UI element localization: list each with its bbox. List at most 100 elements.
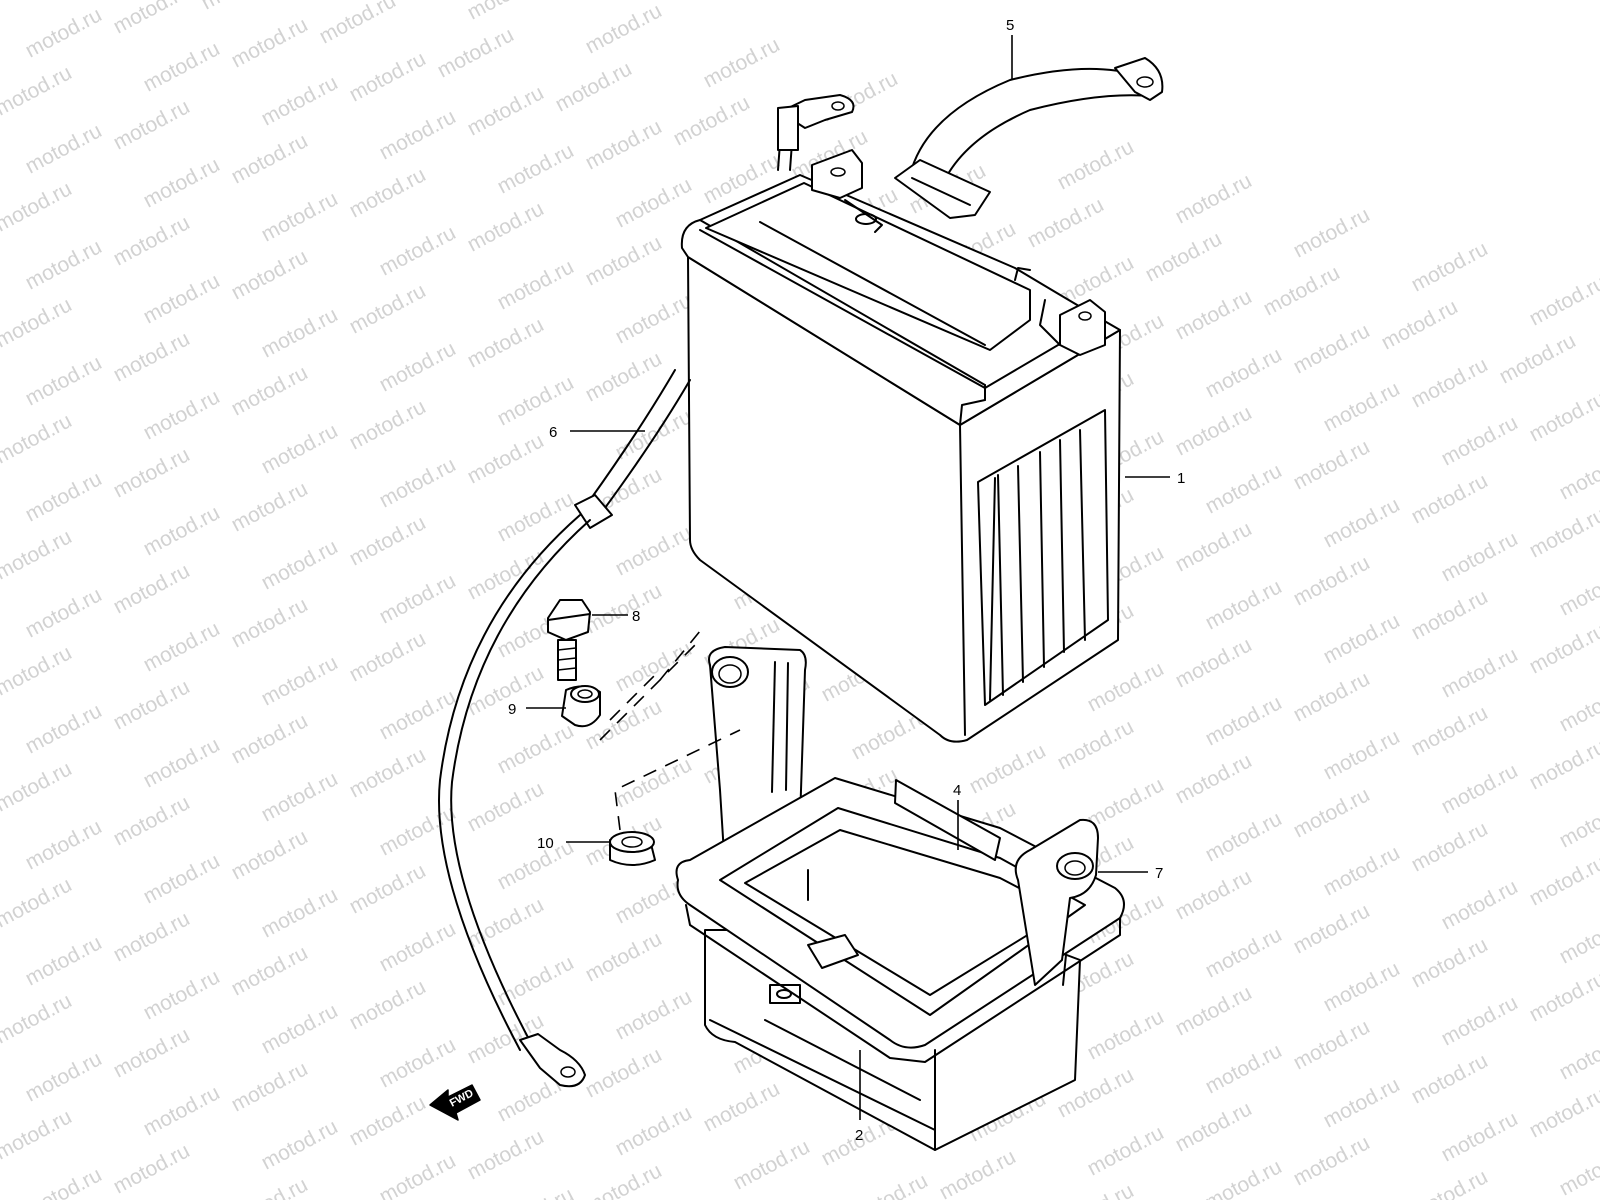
- watermark-text: motod.ru: [1408, 933, 1492, 992]
- watermark-text: motod.ru: [0, 873, 76, 932]
- watermark-text: motod.ru: [110, 327, 194, 386]
- watermark-text: motod.ru: [582, 1159, 666, 1200]
- watermark-text: motod.ru: [1408, 1049, 1492, 1108]
- watermark-text: motod.ru: [110, 675, 194, 734]
- watermark-text: motod.ru: [140, 385, 224, 444]
- watermark-text: motod.ru: [582, 231, 666, 290]
- watermark-text: motod.ru: [494, 951, 578, 1010]
- watermark-text: motod.ru: [612, 405, 696, 464]
- callout-1: 1: [1177, 470, 1185, 487]
- watermark-text: motod.ru: [1142, 227, 1226, 286]
- watermark-text: motod.ru: [110, 95, 194, 154]
- watermark-text: motod.ru: [1320, 377, 1404, 436]
- watermark-text: motod.ru: [582, 0, 666, 58]
- watermark-text: motod.ru: [0, 409, 76, 468]
- watermark-text: motod.ru: [1290, 319, 1374, 378]
- watermark-text: motod.ru: [494, 139, 578, 198]
- watermark-text: motod.ru: [1556, 1141, 1600, 1200]
- watermark-text: motod.ru: [376, 569, 460, 628]
- battery-holder-drawing: [675, 646, 1125, 1151]
- watermark-text: motod.ru: [1320, 1073, 1404, 1132]
- watermark-text: motod.ru: [1290, 435, 1374, 494]
- watermark-text: motod.ru: [228, 477, 312, 536]
- watermark-text: motod.ru: [0, 989, 76, 1048]
- watermark-text: motod.ru: [1172, 865, 1256, 924]
- watermark-text: motod.ru: [1408, 469, 1492, 528]
- watermark-text: motod.ru: [936, 1145, 1020, 1200]
- watermark-text: motod.ru: [1526, 271, 1600, 330]
- watermark-text: motod.ru: [670, 91, 754, 150]
- watermark-text: motod.ru: [228, 941, 312, 1000]
- watermark-text: motod.ru: [494, 255, 578, 314]
- watermark-text: motod.ru: [258, 651, 342, 710]
- watermark-text: motod.ru: [346, 975, 430, 1034]
- watermark-text: motod.ru: [1172, 633, 1256, 692]
- watermark-text: motod.ru: [228, 129, 312, 188]
- watermark-text: motod.ru: [1290, 667, 1374, 726]
- watermark-text: motod.ru: [1556, 1025, 1600, 1084]
- watermark-text: motod.ru: [1438, 527, 1522, 586]
- watermark-text: motod.ru: [1202, 691, 1286, 750]
- watermark-text: motod.ru: [258, 71, 342, 130]
- watermark-text: motod.ru: [346, 627, 430, 686]
- callout-8: 8: [632, 608, 640, 625]
- watermark-text: motod.ru: [0, 177, 76, 236]
- watermark-text: motod.ru: [1438, 991, 1522, 1050]
- watermark-text: motod.ru: [0, 0, 76, 4]
- watermark-text: motod.ru: [848, 1169, 932, 1200]
- watermark-text: motod.ru: [258, 419, 342, 478]
- watermark-text: motod.ru: [582, 927, 666, 986]
- watermark-text: motod.ru: [0, 641, 76, 700]
- watermark-text: motod.ru: [228, 13, 312, 72]
- forward-direction-arrow: FWD: [429, 1084, 481, 1121]
- battery-band-drawing: [894, 57, 1164, 219]
- watermark-text: motod.ru: [228, 709, 312, 768]
- watermark-text: motod.ru: [1290, 899, 1374, 958]
- watermark-text: motod.ru: [1172, 517, 1256, 576]
- watermark-text: motod.ru: [464, 197, 548, 256]
- watermark-text: motod.ru: [494, 1183, 578, 1200]
- watermark-text: motod.ru: [1084, 1005, 1168, 1064]
- watermark-text: motod.ru: [376, 801, 460, 860]
- watermark-text: motod.ru: [376, 337, 460, 396]
- watermark-text: motod.ru: [1172, 169, 1256, 228]
- watermark-text: motod.ru: [582, 347, 666, 406]
- watermark-text: motod.ru: [346, 279, 430, 338]
- watermark-text: motod.ru: [966, 739, 1050, 798]
- watermark-text: motod.ru: [228, 361, 312, 420]
- watermark-text: motod.ru: [612, 985, 696, 1044]
- watermark-text: motod.ru: [1290, 551, 1374, 610]
- watermark-text: motod.ru: [1054, 715, 1138, 774]
- watermark-text: motod.ru: [1526, 735, 1600, 794]
- watermark-text: motod.ru: [700, 1077, 784, 1136]
- watermark-text: motod.ru: [1320, 841, 1404, 900]
- collar-drawing: [609, 831, 656, 866]
- watermark-text: motod.ru: [1556, 909, 1600, 968]
- watermark-text: motod.ru: [1526, 967, 1600, 1026]
- watermark-text: motod.ru: [1526, 503, 1600, 562]
- watermark-text: motod.ru: [140, 965, 224, 1024]
- watermark-text: motod.ru: [612, 289, 696, 348]
- watermark-text: motod.ru: [228, 1173, 312, 1200]
- watermark-text: motod.ru: [1172, 285, 1256, 344]
- watermark-text: motod.ru: [464, 81, 548, 140]
- watermark-text: motod.ru: [1084, 773, 1168, 832]
- watermark-text: motod.ru: [22, 1047, 106, 1106]
- watermark-text: motod.ru: [346, 511, 430, 570]
- watermark-text: motod.ru: [110, 1023, 194, 1082]
- watermark-text: motod.ru: [1408, 1165, 1492, 1200]
- callout-6: 6: [549, 424, 557, 441]
- watermark-text: motod.ru: [1378, 295, 1462, 354]
- watermark-text: motod.ru: [22, 235, 106, 294]
- watermark-text: motod.ru: [110, 791, 194, 850]
- watermark-text: motod.ru: [258, 767, 342, 826]
- watermark-text: motod.ru: [1202, 807, 1286, 866]
- watermark-text: motod.ru: [110, 907, 194, 966]
- watermark-text: motod.ru: [22, 119, 106, 178]
- watermark-text: motod.ru: [552, 57, 636, 116]
- watermark-text: motod.ru: [22, 351, 106, 410]
- bolt-drawing: [547, 599, 591, 681]
- watermark-text: motod.ru: [1202, 343, 1286, 402]
- grommet-drawing: [561, 685, 601, 728]
- watermark-text: motod.ru: [434, 23, 518, 82]
